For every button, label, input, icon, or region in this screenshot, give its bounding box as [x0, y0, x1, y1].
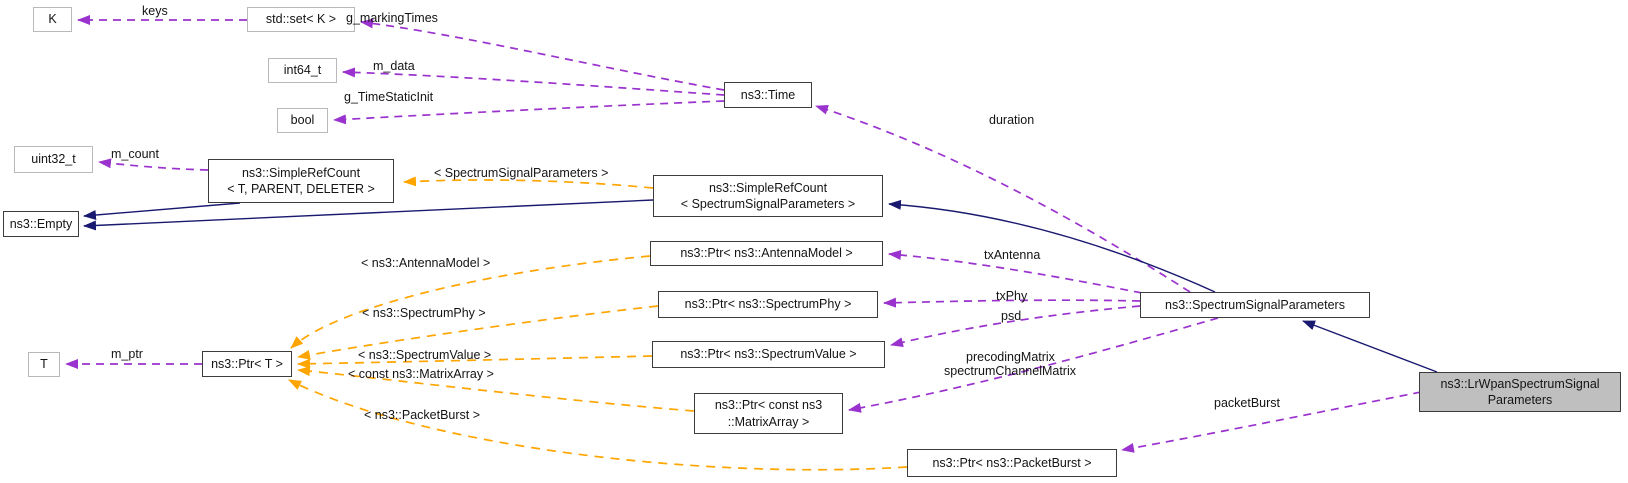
edge-label-template-phy: < ns3::SpectrumPhy > [362, 306, 486, 320]
edge-m-count [98, 158, 209, 171]
edge-label-template-matrix: < const ns3::MatrixArray > [348, 367, 494, 381]
edge-inherit-srgeneric-empty [83, 202, 241, 220]
node-label: ns3::SimpleRefCount [708, 180, 828, 195]
node-label: ns3::SpectrumSignalParameters [1165, 297, 1345, 312]
edge-g-time-static-init [333, 100, 725, 125]
node-ptr-antenna-model[interactable]: ns3::Ptr< ns3::AntennaModel > [650, 241, 883, 266]
node-uint32-t: uint32_t [14, 146, 93, 173]
node-ns3-time[interactable]: ns3::Time [724, 82, 812, 108]
edge-inherit-lrwpan-ssp [1302, 320, 1438, 373]
node-label: ns3::Ptr< ns3::SpectrumValue > [680, 347, 857, 362]
edge-label-template-antenna: < ns3::AntennaModel > [361, 256, 491, 270]
node-label: bool [290, 113, 315, 128]
node-spectrum-signal-parameters[interactable]: ns3::SpectrumSignalParameters [1140, 292, 1370, 318]
edge-psd [890, 305, 1141, 348]
edge-template-phy [297, 305, 659, 360]
node-ptr-spectrum-value[interactable]: ns3::Ptr< ns3::SpectrumValue > [652, 341, 885, 368]
edge-label-tx-phy: txPhy [996, 289, 1028, 303]
node-label: ::MatrixArray > [727, 414, 810, 429]
node-label: uint32_t [31, 152, 76, 167]
edge-label-tx-antenna: txAntenna [984, 248, 1041, 262]
node-bool: bool [277, 108, 328, 133]
node-ptr-matrix-array[interactable]: ns3::Ptr< const ns3::MatrixArray > [694, 393, 843, 434]
edge-tx-phy [883, 297, 1141, 308]
edge-label-keys: keys [142, 4, 168, 18]
node-label: < T, PARENT, DELETER > [227, 182, 375, 196]
node-k: K [33, 7, 72, 32]
node-label: ns3::Empty [9, 216, 73, 231]
node-ns3-empty[interactable]: ns3::Empty [3, 211, 79, 237]
node-std-set: std::set< K > [247, 7, 355, 32]
edge-label-duration: duration [989, 113, 1035, 127]
edge-g-marking-times [360, 18, 725, 91]
node-ptr-spectrum-phy[interactable]: ns3::Ptr< ns3::SpectrumPhy > [658, 291, 878, 318]
edge-tx-antenna [888, 250, 1143, 294]
node-int64-t: int64_t [268, 58, 337, 83]
node-label: ns3::Ptr< T > [211, 356, 283, 371]
edge-template-ssp [403, 176, 654, 189]
edge-template-antenna [290, 255, 651, 349]
edge-label-template-burst: < ns3::PacketBurst > [364, 408, 481, 422]
node-label: int64_t [283, 63, 322, 78]
edge-label-template-ssp: < SpectrumSignalParameters > [434, 166, 609, 180]
edge-label-packet-burst: packetBurst [1214, 396, 1281, 410]
node-label: ns3::Ptr< const ns3 [714, 398, 823, 413]
edge-label-precoding-matrix: precodingMatrix [966, 350, 1055, 364]
node-label: K [48, 12, 57, 27]
edge-label-m-data: m_data [373, 59, 415, 73]
edge-m-data [342, 67, 725, 96]
node-simple-ref-count-generic[interactable]: ns3::SimpleRefCount< T, PARENT, DELETER … [208, 159, 394, 203]
edge-inherit-srssp-empty [83, 199, 654, 231]
edge-label-m-ptr: m_ptr [111, 347, 143, 361]
edge-template-burst [288, 379, 908, 471]
node-label: ns3::Ptr< ns3::PacketBurst > [932, 455, 1092, 470]
node-label: ns3::LrWpanSpectrumSignal [1440, 376, 1600, 391]
node-label: ns3::Ptr< ns3::AntennaModel > [680, 246, 853, 261]
node-t: T [28, 352, 60, 377]
node-label: std::set< K > [265, 12, 337, 27]
edge-precoding [848, 317, 1219, 413]
node-ptr-t[interactable]: ns3::Ptr< T > [202, 351, 292, 377]
node-label: T [40, 357, 48, 372]
node-label: ns3::Ptr< ns3::SpectrumPhy > [684, 297, 852, 312]
edge-template-value [297, 355, 653, 369]
edge-label-template-value: < ns3::SpectrumValue > [358, 348, 492, 362]
edge-label-m-count: m_count [111, 147, 159, 161]
node-label: Parameters [1487, 393, 1553, 407]
edge-label-g-marking-times: g_markingTimes [346, 11, 438, 25]
node-label: ns3::Time [740, 87, 796, 102]
node-ptr-packet-burst[interactable]: ns3::Ptr< ns3::PacketBurst > [907, 449, 1117, 477]
node-label: ns3::SimpleRefCount [241, 165, 361, 180]
node-simple-ref-count-ssp[interactable]: ns3::SimpleRefCount< SpectrumSignalParam… [653, 175, 883, 217]
edge-template-matrix [297, 366, 695, 412]
node-label: < SpectrumSignalParameters > [680, 197, 856, 211]
edge-label-psd: psd [1001, 309, 1022, 323]
edge-inherit-ssp-srssp [888, 199, 1216, 293]
edge-label-g-time-static-init: g_TimeStaticInit [344, 90, 434, 104]
edge-label-spectrum-channel-matrix: spectrumChannelMatrix [944, 364, 1076, 378]
